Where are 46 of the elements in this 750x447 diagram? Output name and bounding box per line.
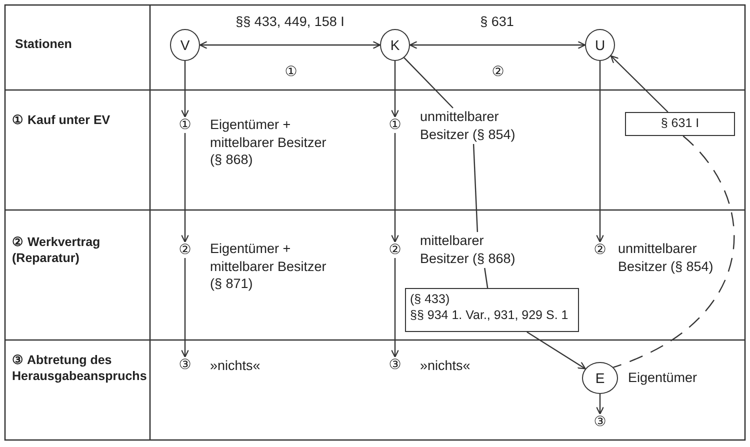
step-number: ③ — [592, 414, 608, 430]
arrow — [180, 258, 190, 358]
step-number: ③ — [177, 357, 193, 373]
double-arrow — [409, 40, 586, 50]
party-circle: K — [380, 29, 410, 61]
connector-line — [613, 136, 735, 368]
arrow — [180, 133, 190, 243]
node-caption: Eigentümer — [628, 369, 698, 387]
row-heading: ③ Abtretung des Herausgabeanspruchs — [12, 352, 147, 384]
arrow — [526, 332, 586, 370]
status-text: unmittelbarer Besitzer (§ 854) — [420, 108, 532, 144]
double-arrow — [199, 40, 381, 50]
arrow — [390, 258, 400, 358]
step-number: ② — [387, 242, 403, 258]
status-text: »nichts« — [210, 357, 262, 375]
paragraph-box — [405, 288, 579, 332]
connector-line — [472, 144, 478, 232]
step-number: ② — [490, 64, 506, 80]
arrow — [390, 61, 400, 118]
row-heading: ② Werkvertrag (Reparatur) — [12, 234, 102, 266]
step-number: ③ — [387, 357, 403, 373]
status-text: Eigentümer + mittelbarer Besitzer (§ 868) — [210, 116, 328, 169]
arrow — [596, 394, 604, 415]
status-text: mittelbarer Besitzer (§ 868) — [420, 232, 532, 268]
paragraph-box: § 631 I — [625, 112, 735, 136]
row-heading: ① Kauf unter EV — [12, 112, 112, 128]
step-number: ② — [177, 242, 193, 258]
status-text: »nichts« — [420, 357, 472, 375]
step-number: ① — [177, 117, 193, 133]
step-number: ① — [387, 117, 403, 133]
step-number: ① — [284, 64, 298, 80]
step-number: ② — [592, 242, 608, 258]
paragraph-text: (§ 433) — [410, 291, 451, 308]
party-circle: E — [582, 362, 618, 394]
status-text: Eigentümer + mittelbarer Besitzer (§ 871) — [210, 240, 328, 293]
arrow — [390, 133, 400, 243]
row-heading: Stationen — [15, 36, 73, 52]
status-text: unmittelbarer Besitzer (§ 854) — [618, 240, 714, 276]
connector-line — [404, 57, 454, 108]
arrow — [596, 61, 604, 243]
party-circle: V — [170, 29, 200, 61]
arrow — [610, 55, 668, 112]
party-circle: U — [585, 29, 615, 61]
connector-line — [484, 268, 488, 288]
arrow — [180, 61, 190, 118]
paragraph-text: §§ 934 1. Var., 931, 929 S. 1 — [410, 307, 570, 324]
